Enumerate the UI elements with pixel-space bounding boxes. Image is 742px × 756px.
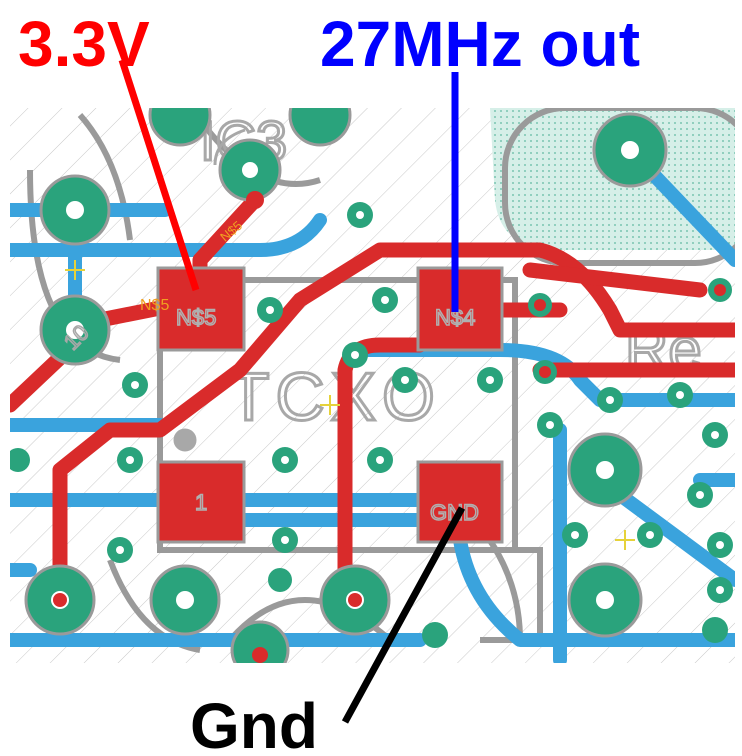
board-area: TCXO IC3 Re xyxy=(10,108,735,663)
output-callout-label: 27MHz out xyxy=(320,8,640,80)
ground-callout-line xyxy=(341,506,466,724)
vias xyxy=(10,108,733,663)
pad-ground xyxy=(416,460,504,544)
ground-callout-label: Gnd xyxy=(190,690,318,756)
pad-supply xyxy=(156,266,246,352)
supply-callout-line xyxy=(118,58,200,292)
pad-output xyxy=(416,266,504,352)
pad-label-pin1: 1 xyxy=(195,490,207,515)
pad-pin1 xyxy=(156,460,246,544)
net-label-supply: N$5 xyxy=(140,297,169,314)
smd-pads xyxy=(156,266,504,544)
pad-label-supply: N$5 xyxy=(176,305,216,330)
silkscreen-marks xyxy=(173,128,246,452)
origin-crosshairs xyxy=(65,260,635,550)
supply-callout-label: 3.3V xyxy=(18,8,150,80)
